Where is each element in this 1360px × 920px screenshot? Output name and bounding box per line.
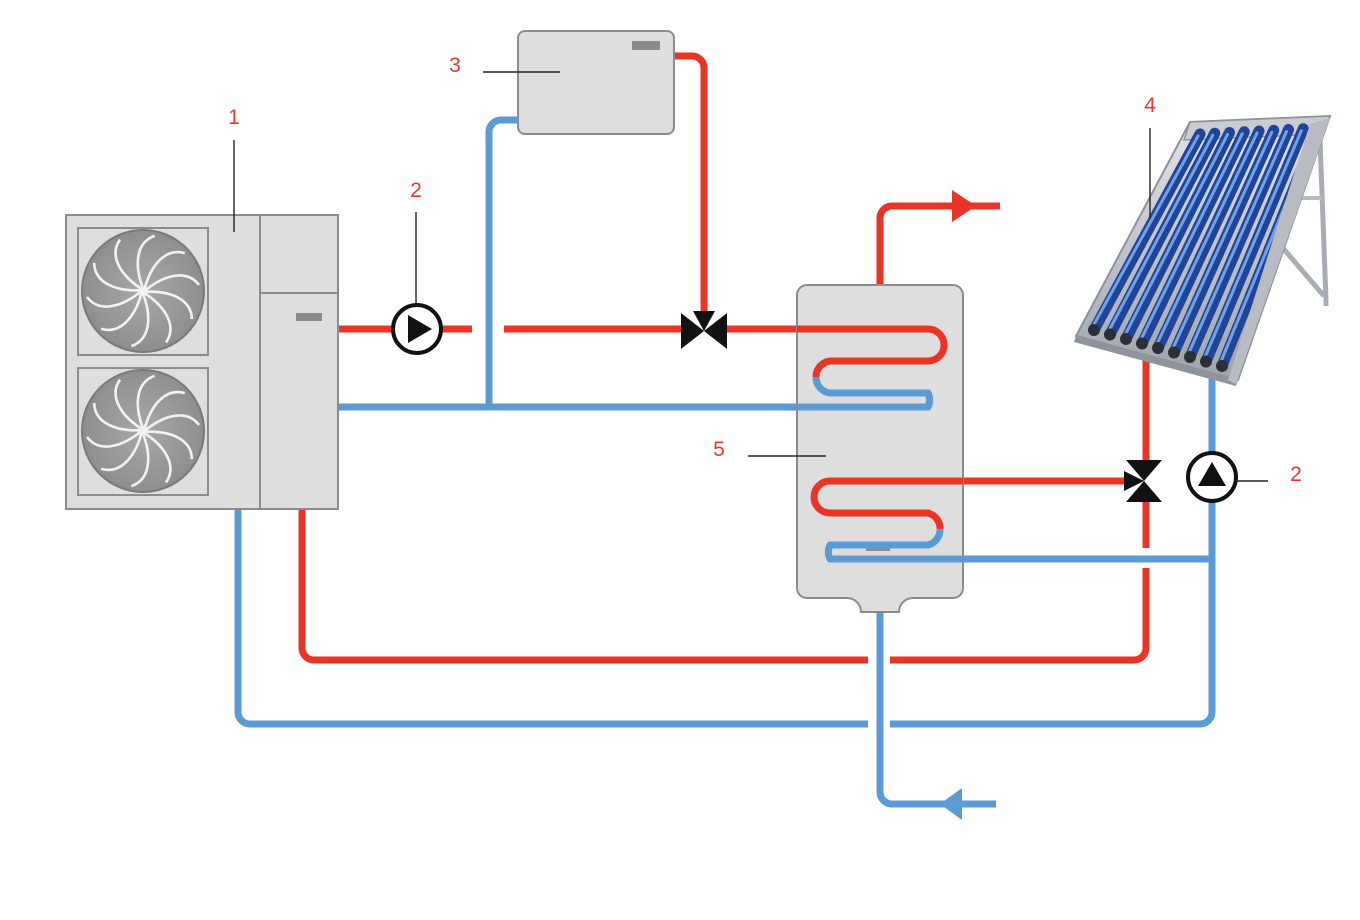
storage-tank-body — [796, 284, 964, 613]
upper-coil-hot — [797, 325, 948, 378]
cold-pipe-tank-inlet — [876, 610, 996, 808]
lower-coil-hot — [810, 477, 963, 530]
indoor-unit-casing — [517, 30, 675, 135]
label-heat-pump: 1 — [228, 106, 240, 129]
cold-pipe-solar-pump-bottom — [890, 498, 1216, 728]
callout-labels: 1 2 3 4 5 2 — [228, 54, 1302, 486]
solar-collector — [1074, 114, 1332, 386]
label-indoor-unit: 3 — [449, 54, 461, 77]
cold-pipe-indoor-unit-supply — [485, 116, 518, 407]
fan-icon — [81, 229, 205, 353]
vacuum-tube-collector-icon — [1088, 122, 1324, 372]
flow-arrow-icon — [952, 190, 976, 222]
cold-pipes — [234, 116, 1216, 808]
hot-pipe-solar-return — [890, 568, 1150, 664]
callout-lines — [233, 71, 1268, 482]
heat-pump-unit — [65, 214, 339, 510]
hot-pipe-heatpump-bottom — [298, 510, 868, 664]
fan-icon — [81, 369, 205, 493]
three-way-valve-icon — [681, 311, 727, 349]
circulation-pump-icon — [391, 303, 443, 355]
circulation-pump-icon — [1186, 451, 1238, 503]
pipes — [234, 52, 1216, 808]
hot-pipe-indoor-unit-return — [674, 52, 708, 312]
hot-pipe-tank-outlet — [876, 202, 1000, 285]
cold-pipe-heatpump-bottom — [234, 510, 868, 728]
three-way-valve-icon — [1124, 460, 1162, 502]
label-pump-heatpump-line: 2 — [410, 179, 422, 202]
collector-side-rail — [1228, 118, 1330, 384]
indoor-unit-display — [632, 41, 660, 50]
upper-coil-cold — [797, 376, 934, 411]
lower-coil-cold — [824, 528, 963, 563]
label-solar-collector: 4 — [1144, 94, 1156, 117]
tank-coils — [797, 325, 963, 563]
heat-pump-display — [296, 313, 322, 321]
collector-bottom-rail — [1074, 336, 1238, 386]
indoor-unit — [517, 30, 675, 135]
hot-pipes — [298, 52, 1150, 664]
flow-arrow-icon — [940, 788, 962, 820]
label-storage-tank: 5 — [713, 438, 725, 461]
label-pump-solar-line: 2 — [1290, 463, 1302, 486]
